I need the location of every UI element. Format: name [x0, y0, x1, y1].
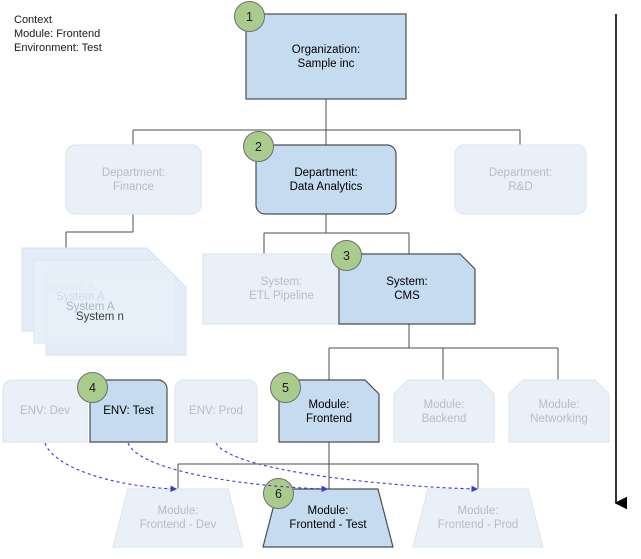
node-dept-finance[interactable]: Department: Finance	[66, 145, 201, 214]
step-badge-3-label: 3	[343, 248, 350, 263]
shape-dept-data-analytics[interactable]	[255, 144, 397, 215]
node-label-module-frontend-prod: Module: Frontend - Prod	[437, 505, 519, 531]
context-title: Context	[14, 14, 52, 26]
shape-module-frontend-dev[interactable]	[112, 488, 244, 548]
node-label-env-prod: ENV: Prod	[189, 405, 243, 417]
shape-dept-rd[interactable]	[454, 144, 587, 215]
node-env-prod[interactable]: ENV: Prod	[175, 380, 257, 442]
node-label-dept-rd: Department: R&D	[488, 166, 553, 193]
shape-module-frontend-test[interactable]	[262, 488, 394, 548]
dashed-link-test	[127, 442, 329, 493]
dashed-link-dev	[44, 442, 178, 493]
step-badge-5-label: 5	[282, 380, 289, 395]
shape-module-frontend-prod[interactable]	[412, 488, 544, 548]
step-badge-6[interactable]: 6	[263, 478, 294, 509]
node-module-backend[interactable]: Module: Backend	[394, 382, 494, 442]
node-env-test[interactable]: ENV: Test	[90, 380, 167, 442]
node-label-module-backend: Module: Backend	[421, 399, 467, 425]
node-module-frontend[interactable]: Module: Frontend	[279, 382, 379, 442]
step-badge-1[interactable]: 1	[234, 1, 265, 32]
node-system-cms[interactable]: System: CMS	[339, 254, 475, 324]
node-label-system-stack-n: System n	[76, 311, 124, 323]
node-label-dept-finance: Department: Finance	[101, 166, 166, 193]
step-badge-6-label: 6	[275, 486, 282, 501]
context-module: Module: Frontend	[14, 28, 101, 40]
node-label-system-stack-2: System A	[56, 291, 105, 303]
node-org-sample-inc[interactable]: Organization: Sample inc	[246, 14, 406, 99]
node-label-system-stack-3: System A	[66, 301, 115, 313]
dashed-link-prod	[215, 442, 479, 493]
shape-module-backend[interactable]	[393, 379, 495, 443]
node-label-module-networking: Module: Networking	[530, 399, 588, 425]
node-system-etl-pipeline[interactable]: System: ETL Pipeline	[203, 254, 360, 324]
node-module-frontend-test[interactable]: Module: Frontend - Test	[263, 489, 393, 547]
node-label-module-frontend-test: Module: Frontend - Test	[289, 505, 367, 531]
step-badge-2-label: 2	[255, 139, 262, 154]
node-label-env-dev: ENV: Dev	[19, 405, 71, 417]
step-badge-3[interactable]: 3	[331, 240, 362, 271]
shape-system-cms[interactable]	[338, 253, 476, 325]
shape-module-networking[interactable]	[508, 379, 610, 443]
step-badge-4-label: 4	[89, 380, 96, 395]
node-label-module-frontend: Module: Frontend	[305, 399, 353, 425]
node-module-networking[interactable]: Module: Networking	[509, 382, 609, 442]
node-dept-rd[interactable]: Department: R&D	[455, 145, 586, 214]
step-badge-1-label: 1	[246, 9, 253, 24]
step-badge-2[interactable]: 2	[243, 131, 274, 162]
node-label-system-cms: System: CMS	[386, 276, 428, 302]
context-environment: Environment: Test	[14, 42, 102, 54]
node-label-env-test: ENV: Test	[103, 405, 154, 417]
step-badge-4[interactable]: 4	[77, 372, 108, 403]
step-badge-5[interactable]: 5	[270, 372, 301, 403]
shape-org-sample-inc[interactable]	[245, 13, 407, 100]
node-env-dev[interactable]: ENV: Dev	[3, 380, 87, 442]
node-module-frontend-prod[interactable]: Module: Frontend - Prod	[413, 489, 543, 547]
node-label-dept-data-analytics: Department: Data Analytics	[289, 166, 363, 193]
node-label-org-sample-inc: Organization: Sample inc	[291, 43, 361, 70]
node-label-system-etl-pipeline: System: ETL Pipeline	[249, 276, 314, 302]
context-legend: Context Module: Frontend Environment: Te…	[14, 13, 102, 55]
shape-env-prod[interactable]	[174, 379, 258, 443]
shape-dept-finance[interactable]	[65, 144, 202, 215]
node-system-stack[interactable]: System A System A System A System n	[22, 248, 186, 355]
node-label-module-frontend-dev: Module: Frontend - Dev	[139, 505, 217, 531]
node-dept-data-analytics[interactable]: Department: Data Analytics	[256, 145, 396, 214]
node-module-frontend-dev[interactable]: Module: Frontend - Dev	[113, 489, 243, 547]
shape-system-stack[interactable]	[21, 247, 187, 356]
node-label-system-stack-1: System A	[46, 281, 95, 293]
